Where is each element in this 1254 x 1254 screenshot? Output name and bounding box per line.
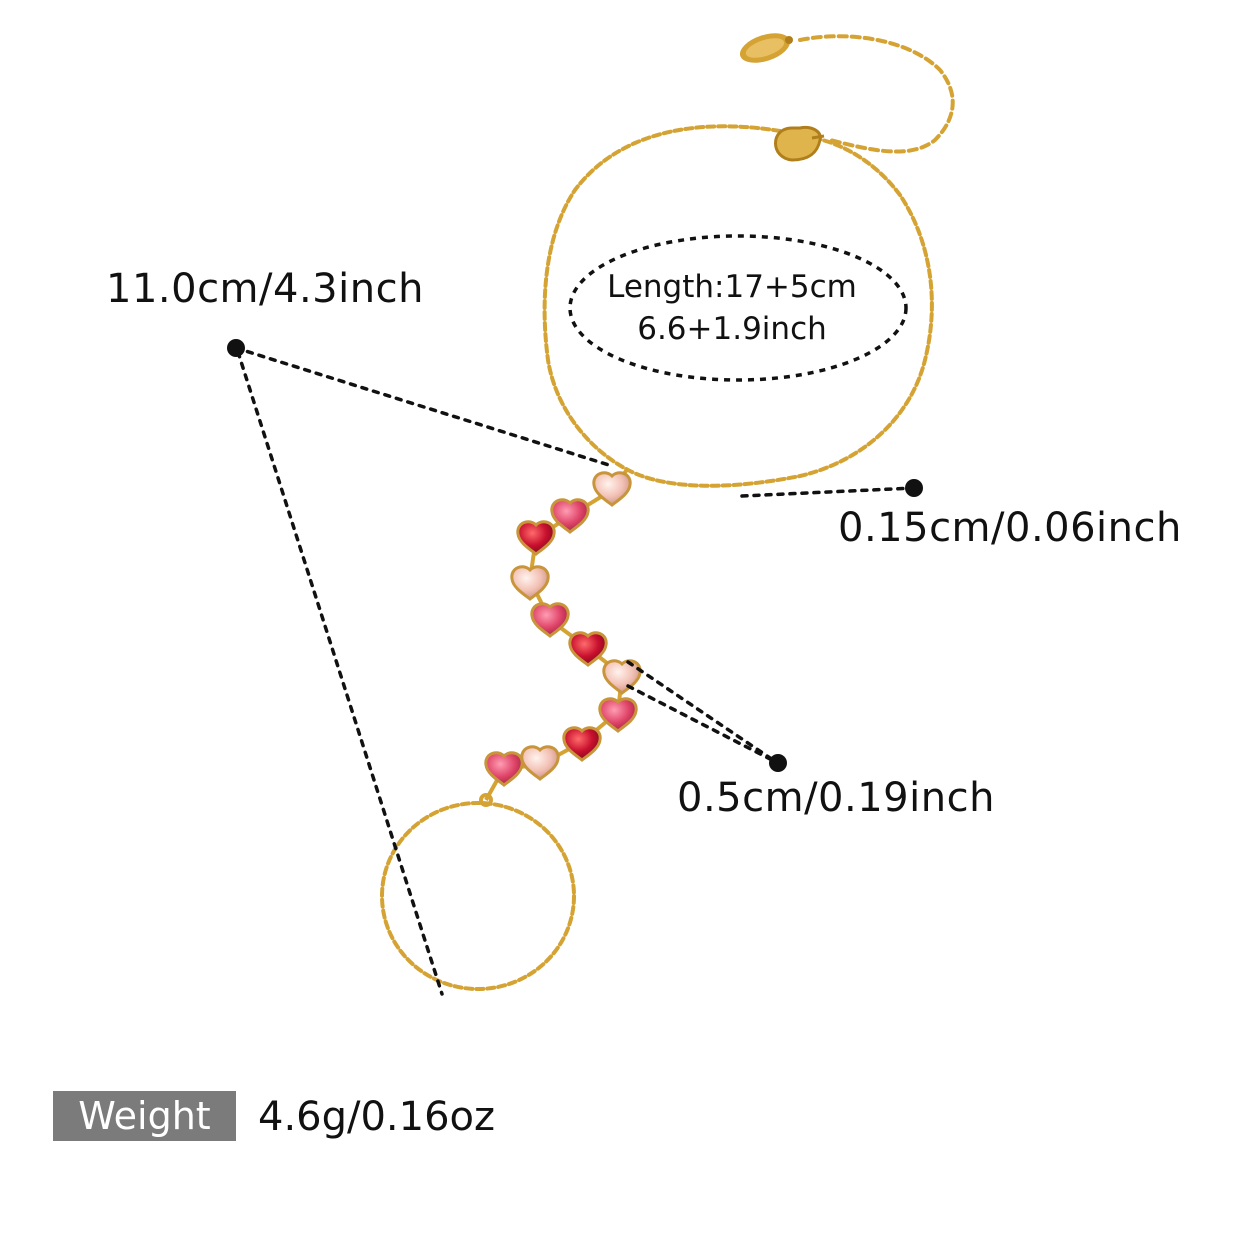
stone-size-label: 0.5cm/0.19inch <box>677 775 995 821</box>
bracelet-chain <box>542 124 934 488</box>
stone-size-dot <box>769 754 787 772</box>
heart-stones <box>484 471 642 787</box>
dimension-dots <box>227 339 923 772</box>
stone-pink-4 <box>484 751 524 787</box>
extender-tag <box>739 33 793 63</box>
chain-width-dot <box>905 479 923 497</box>
lobster-clasp <box>774 126 825 162</box>
stone-red-3 <box>562 726 602 762</box>
weight-value: 4.6g/0.16oz <box>258 1094 496 1140</box>
stone-pink-2 <box>530 602 570 638</box>
stone-light-2 <box>510 565 550 601</box>
stone-red-2 <box>568 631 608 667</box>
chain-width-label: 0.15cm/0.06inch <box>838 505 1182 551</box>
bracelet-length-cm: Length:17+5cm <box>607 269 857 305</box>
chain-width-line <box>740 486 916 498</box>
stone-light-1 <box>592 471 632 507</box>
stone-size-line-a <box>626 660 778 764</box>
extender-chain <box>798 34 955 154</box>
stone-red-1 <box>516 520 556 556</box>
length-callout-ellipse <box>568 234 908 382</box>
stone-pink-1 <box>550 498 590 534</box>
dimension-lines <box>234 346 916 996</box>
bracelet-length-inch: 6.6+1.9inch <box>637 311 827 347</box>
drop-length-dot <box>227 339 245 357</box>
stone-pink-3 <box>598 697 638 733</box>
stone-light-3 <box>602 659 642 695</box>
bracelet-length-label: Length:17+5cm 6.6+1.9inch <box>572 266 892 350</box>
drop-length-line-top <box>234 346 614 468</box>
weight-badge: Weight <box>53 1091 236 1141</box>
drop-length-line-side <box>236 350 444 996</box>
ring-chain <box>380 801 576 991</box>
stone-light-4 <box>520 745 560 781</box>
stone-size-line-b <box>626 684 774 762</box>
drop-length-label: 11.0cm/4.3inch <box>106 266 424 312</box>
